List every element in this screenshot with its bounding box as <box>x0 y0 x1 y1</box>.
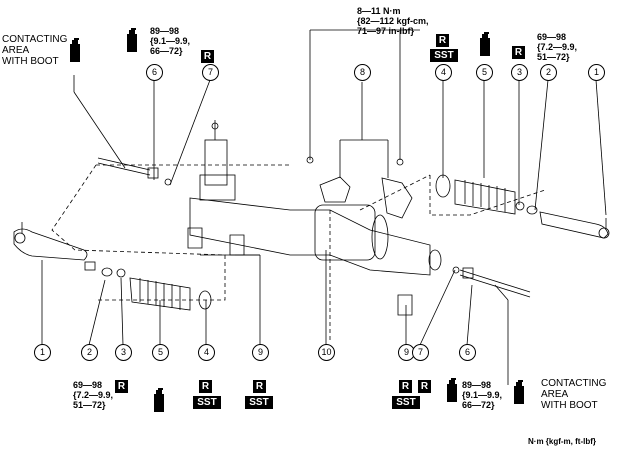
callout-9-bottom-right: 9 <box>398 344 415 361</box>
r-badge: R <box>115 380 128 393</box>
sst-badge: SST <box>193 396 221 409</box>
r-badge: R <box>201 50 214 63</box>
torque-bl-line2: {7.2—9.9, <box>73 390 114 400</box>
callout-3-bottom: 3 <box>115 344 132 361</box>
callout-8: 8 <box>354 64 371 81</box>
torque-br-line3: 66—72} <box>462 400 495 410</box>
contact-note-br-line2: AREA <box>541 389 569 400</box>
r-badge: R <box>399 380 412 393</box>
callout-9-bottom-left: 9 <box>252 344 269 361</box>
callout-2-bottom: 2 <box>81 344 98 361</box>
bushing-right <box>397 294 413 316</box>
callout-2-top: 2 <box>540 64 557 81</box>
callout-5-top: 5 <box>476 64 493 81</box>
r-badge: R <box>253 380 266 393</box>
callout-6-top: 6 <box>146 64 163 81</box>
bracket-right <box>381 177 413 219</box>
grease-can-icon <box>154 388 164 412</box>
torque-tl-line3: 66—72} <box>150 46 183 56</box>
clamp-right <box>435 174 451 198</box>
boot-right <box>454 179 516 215</box>
torque-tm-line2: {82—112 kgf-cm, <box>357 16 429 26</box>
contact-note-tl-line1: CONTACTING <box>2 34 68 45</box>
callout-7-bottom: 7 <box>412 344 429 361</box>
contact-note-tl-line3: WITH BOOT <box>2 56 59 67</box>
bushing-mid <box>229 234 245 256</box>
torque-br-line2: {9.1—9.9, <box>462 390 503 400</box>
bushing-left <box>187 227 203 249</box>
callout-1-bottom: 1 <box>34 344 51 361</box>
tie-rod-end-left <box>13 228 88 261</box>
torque-tr-line1: 69—98 <box>537 32 567 42</box>
torque-tr-line2: {7.2—9.9, <box>537 42 578 52</box>
tie-rod-end-right <box>539 211 609 239</box>
grease-can-icon <box>480 32 490 56</box>
r-badge: R <box>418 380 431 393</box>
callout-4-top: 4 <box>435 64 452 81</box>
callout-5-bottom: 5 <box>152 344 169 361</box>
torque-tr-line3: 51—72} <box>537 52 570 62</box>
callout-1-top: 1 <box>588 64 605 81</box>
dashed-guide-right <box>429 175 546 216</box>
grease-can-icon <box>127 28 137 52</box>
r-badge: R <box>436 34 449 47</box>
sst-badge: SST <box>430 49 458 62</box>
callout-6-bottom: 6 <box>459 344 476 361</box>
sst-badge: SST <box>245 396 273 409</box>
callout-10: 10 <box>318 344 335 361</box>
torque-br-line1: 89—98 <box>462 380 492 390</box>
contact-note-tl-line2: AREA <box>2 45 30 56</box>
bracket-left <box>319 176 351 203</box>
callout-7-top: 7 <box>202 64 219 81</box>
torque-tl-line2: {9.1—9.9, <box>150 36 191 46</box>
callout-3-top: 3 <box>511 64 528 81</box>
torque-bl-line1: 69—98 <box>73 380 103 390</box>
boot-left <box>129 277 191 311</box>
r-badge: R <box>512 46 525 59</box>
torque-tm-line3: 71—97 in-lbf} <box>357 26 415 36</box>
grease-can-icon <box>447 378 457 402</box>
contact-note-br-line3: WITH BOOT <box>541 400 598 411</box>
sst-badge: SST <box>392 396 420 409</box>
dashed-guide-right2 <box>359 174 431 211</box>
grease-can-icon <box>514 380 524 404</box>
grease-can-icon <box>70 38 80 62</box>
callout-4-bottom: 4 <box>198 344 215 361</box>
torque-bl-line3: 51—72} <box>73 400 106 410</box>
r-badge: R <box>199 380 212 393</box>
torque-tl-line1: 89—98 <box>150 26 180 36</box>
gear-housing <box>189 197 431 276</box>
contact-note-br-line1: CONTACTING <box>541 378 607 389</box>
dashed-guide-left <box>51 164 226 301</box>
units-note: N·m {kgf-m, ft-lbf} <box>528 437 596 446</box>
torque-tm-line1: 8—11 N·m <box>357 6 401 16</box>
